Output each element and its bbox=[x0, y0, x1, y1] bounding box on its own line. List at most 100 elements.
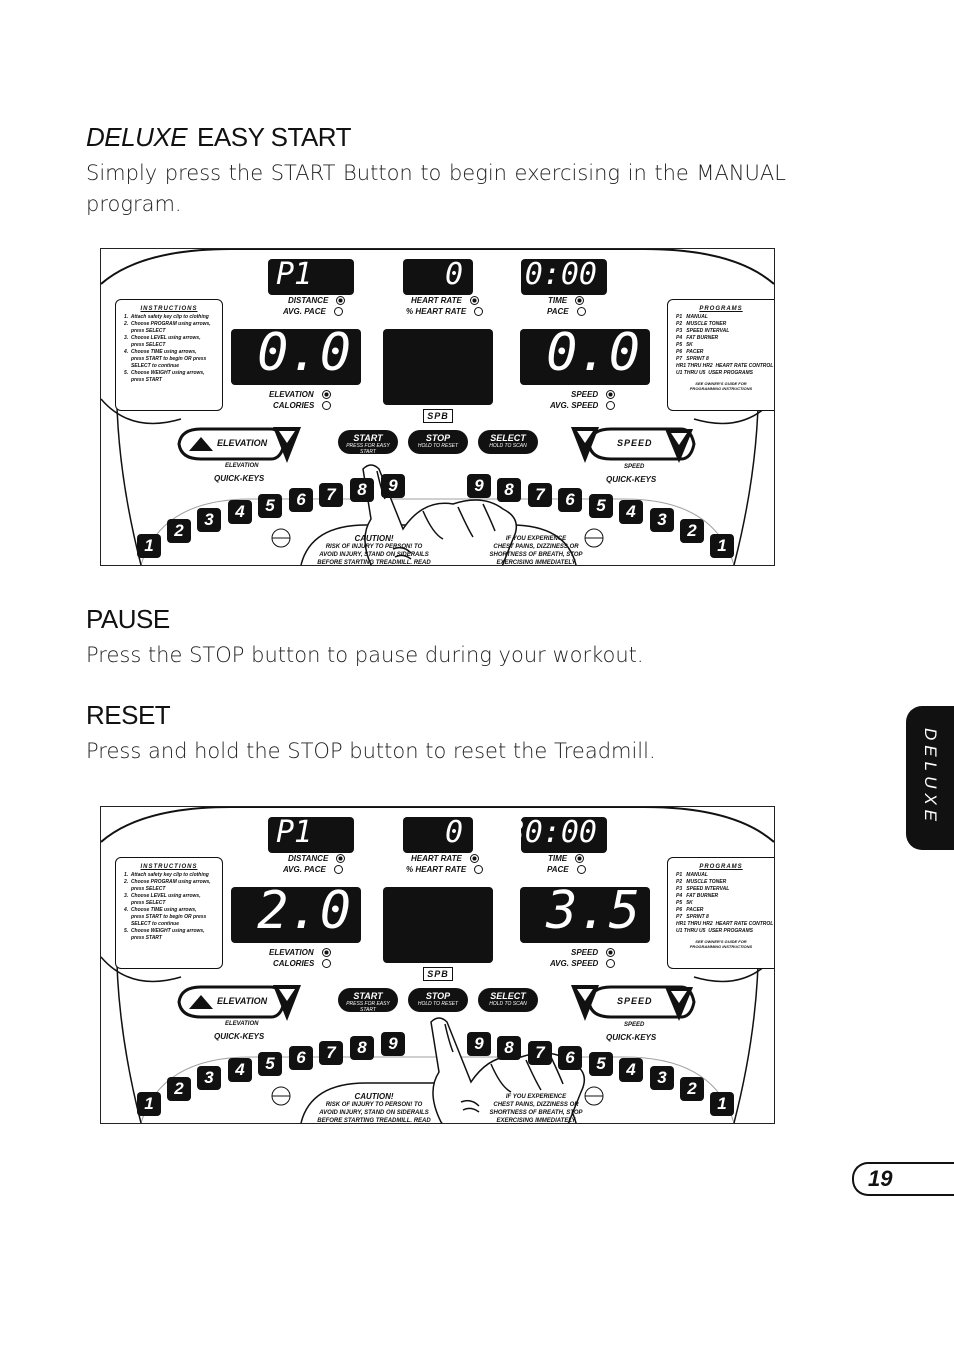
elevation-quick-key-6[interactable]: 6 bbox=[289, 488, 313, 512]
easy-start-title: EASY START bbox=[197, 122, 351, 152]
avg-speed-label: AVG. SPEED bbox=[550, 401, 616, 411]
elevation-button-label[interactable]: ELEVATION bbox=[217, 996, 268, 1006]
side-tab-label: DELUXE bbox=[921, 728, 940, 827]
speed-quick-key-6[interactable]: 6 bbox=[558, 488, 582, 512]
heart-rate-label: HEART RATE bbox=[411, 854, 479, 864]
profile-display bbox=[383, 887, 493, 963]
select-button-sublabel: HOLD TO SCAN bbox=[489, 1001, 527, 1007]
spb-label: SPB bbox=[423, 409, 453, 423]
heart-display: 0 bbox=[403, 817, 473, 853]
reset-heading: RESET bbox=[86, 700, 171, 730]
elevation-button-label[interactable]: ELEVATION bbox=[217, 438, 268, 448]
programs-title: PROGRAMS bbox=[699, 306, 743, 312]
speed-quick-key-8[interactable]: 8 bbox=[497, 1036, 521, 1060]
speed-quick-key-4[interactable]: 4 bbox=[619, 1058, 643, 1082]
pct-heart-rate-label: % HEART RATE bbox=[406, 865, 484, 875]
elevation-quick-key-3[interactable]: 3 bbox=[197, 1066, 221, 1090]
elevation-quick-key-8[interactable]: 8 bbox=[350, 1036, 374, 1060]
programs-title: PROGRAMS bbox=[699, 864, 743, 870]
speed-quick-key-5[interactable]: 5 bbox=[589, 494, 613, 518]
elevation-quick-keys-label: QUICK-KEYS bbox=[214, 1032, 265, 1041]
pct-heart-rate-label-indicator bbox=[474, 865, 484, 875]
speed-display: 0.0 bbox=[520, 329, 650, 385]
speed-quick-key-7[interactable]: 7 bbox=[528, 1041, 552, 1065]
avg-speed-label-indicator bbox=[606, 401, 616, 411]
elevation-qk-label: ELEVATION bbox=[225, 463, 259, 469]
speed-qk-label: SPEED bbox=[624, 1022, 645, 1028]
speed-quick-key-2[interactable]: 2 bbox=[680, 1077, 704, 1101]
start-button-sublabel: PRESS FOR EASY START bbox=[346, 1001, 390, 1013]
elevation-qk-label: ELEVATION bbox=[225, 1021, 259, 1027]
speed-quick-key-1[interactable]: 1 bbox=[710, 1092, 734, 1116]
stop-button-label: STOP bbox=[425, 433, 451, 443]
programs-note: SEE OWNER'S GUIDE FOR PROGRAMMING INSTRU… bbox=[689, 939, 753, 949]
page-number: 19 bbox=[868, 1166, 893, 1191]
speed-qk-label: SPEED bbox=[624, 464, 645, 470]
elevation-quick-key-5[interactable]: 5 bbox=[258, 494, 282, 518]
elevation-quick-key-9[interactable]: 9 bbox=[381, 1032, 405, 1056]
distance-label: DISTANCE bbox=[288, 854, 346, 864]
programs-list: P1 MANUAL P2 MUSCLE TONER P3 SPEED INTER… bbox=[676, 314, 774, 376]
speed-quick-key-6[interactable]: 6 bbox=[558, 1046, 582, 1070]
program-display: P1 bbox=[268, 259, 354, 295]
speed-button-label[interactable]: SPEED bbox=[617, 438, 653, 448]
elevation-quick-key-1[interactable]: 1 bbox=[137, 534, 161, 558]
time-label-indicator bbox=[575, 854, 585, 864]
elevation-quick-key-7[interactable]: 7 bbox=[319, 1041, 343, 1065]
speed-quick-key-3[interactable]: 3 bbox=[650, 508, 674, 532]
elevation-quick-key-4[interactable]: 4 bbox=[228, 1058, 252, 1082]
speed-quick-key-2[interactable]: 2 bbox=[680, 519, 704, 543]
start-button-label: START bbox=[353, 991, 383, 1001]
speed-quick-key-1[interactable]: 1 bbox=[710, 534, 734, 558]
caution-text: CAUTION!RISK OF INJURY TO PERSON! TO AVO… bbox=[294, 535, 454, 566]
avg-pace-label-indicator bbox=[333, 865, 343, 875]
elevation-quick-key-8[interactable]: 8 bbox=[350, 478, 374, 502]
time-label-indicator bbox=[575, 296, 585, 306]
elevation-quick-key-9[interactable]: 9 bbox=[381, 474, 405, 498]
speed-quick-key-9[interactable]: 9 bbox=[467, 1032, 491, 1056]
speed-quick-key-8[interactable]: 8 bbox=[497, 478, 521, 502]
select-button-label: SELECT bbox=[490, 991, 526, 1001]
caution-title: CAUTION! bbox=[354, 1092, 394, 1101]
speed-quick-key-7[interactable]: 7 bbox=[528, 483, 552, 507]
time-label: TIME bbox=[548, 296, 585, 306]
instructions-text: 1. Attach safety key clip to clothing 2.… bbox=[124, 314, 211, 383]
elevation-label: ELEVATION bbox=[269, 948, 331, 958]
easy-start-text: Simply press the START Button to begin e… bbox=[86, 161, 786, 216]
pace-label: PACE bbox=[547, 865, 586, 875]
speed-label: SPEED bbox=[571, 948, 616, 958]
speed-quick-key-9[interactable]: 9 bbox=[467, 474, 491, 498]
time-display: 0:00 bbox=[521, 259, 607, 295]
pause-heading: PAUSE bbox=[86, 604, 170, 634]
elevation-quick-key-2[interactable]: 2 bbox=[167, 1077, 191, 1101]
speed-quick-key-4[interactable]: 4 bbox=[619, 500, 643, 524]
speed-button-label[interactable]: SPEED bbox=[617, 996, 653, 1006]
calories-label-indicator bbox=[322, 959, 332, 969]
elevation-quick-key-4[interactable]: 4 bbox=[228, 500, 252, 524]
elevation-quick-key-3[interactable]: 3 bbox=[197, 508, 221, 532]
pace-label: PACE bbox=[547, 307, 586, 317]
elevation-label-indicator bbox=[321, 390, 331, 400]
elevation-quick-key-1[interactable]: 1 bbox=[137, 1092, 161, 1116]
pointing-hand bbox=[362, 464, 518, 565]
distance-display: 2.0 bbox=[231, 887, 361, 943]
elevation-quick-key-5[interactable]: 5 bbox=[258, 1052, 282, 1076]
elevation-quick-key-7[interactable]: 7 bbox=[319, 483, 343, 507]
stop-button-sublabel: HOLD TO RESET bbox=[417, 443, 459, 449]
instructions-title: INSTRUCTIONS bbox=[140, 306, 198, 312]
elevation-quick-key-6[interactable]: 6 bbox=[289, 1046, 313, 1070]
speed-quick-key-3[interactable]: 3 bbox=[650, 1066, 674, 1090]
heart-rate-label: HEART RATE bbox=[411, 296, 479, 306]
elevation-quick-key-2[interactable]: 2 bbox=[167, 519, 191, 543]
spb-label: SPB bbox=[423, 967, 453, 981]
speed-quick-key-5[interactable]: 5 bbox=[589, 1052, 613, 1076]
